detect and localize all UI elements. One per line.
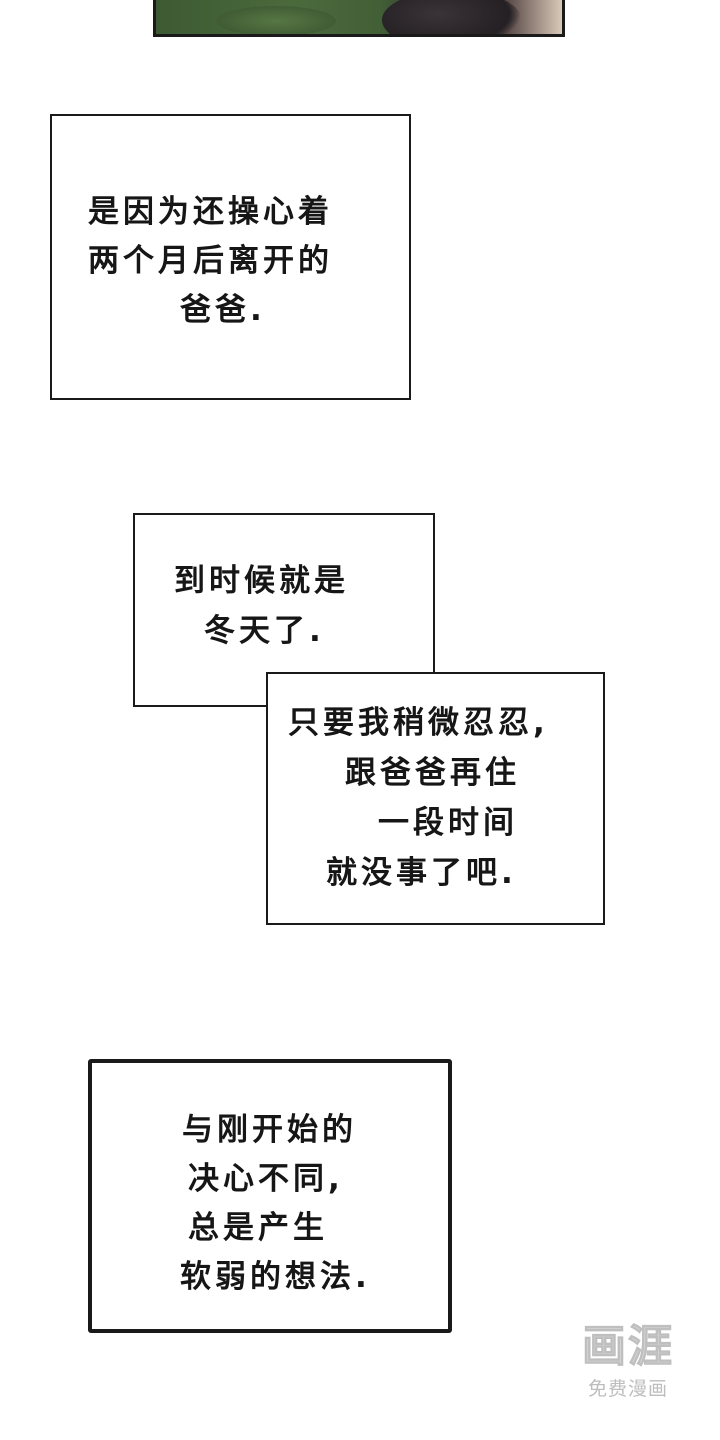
caption-3-line-3: 一段时间 xyxy=(378,805,518,841)
caption-1-line-2: 两个月后离开的 xyxy=(88,243,333,279)
caption-4-line-2: 决心不同, xyxy=(188,1161,344,1197)
caption-2-line-2: 冬天了. xyxy=(204,613,325,649)
caption-2-line-1: 到时候就是 xyxy=(174,563,349,599)
caption-1-line-3: 爸爸. xyxy=(180,292,266,328)
caption-1-line-1: 是因为还操心着 xyxy=(88,194,333,230)
watermark-subtitle: 免费漫画 xyxy=(587,1378,668,1400)
caption-3-line-1: 只要我稍微忍忍, xyxy=(288,705,549,741)
caption-4-line-1: 与刚开始的 xyxy=(182,1112,357,1148)
caption-box-3 xyxy=(266,672,605,925)
watermark: 画涯 免费漫画 xyxy=(566,1318,690,1418)
caption-box-4 xyxy=(88,1059,452,1333)
watermark-logo: 画涯 xyxy=(582,1321,674,1373)
caption-3-line-2: 跟爸爸再住 xyxy=(345,755,520,791)
caption-3-line-4: 就没事了吧. xyxy=(326,855,517,891)
caption-box-1 xyxy=(50,114,411,400)
foliage-art xyxy=(216,6,336,34)
caption-4-line-4: 软弱的想法. xyxy=(180,1259,371,1295)
caption-4-line-3: 总是产生 xyxy=(188,1210,328,1246)
character-hair-art xyxy=(382,0,522,34)
comic-panel-top xyxy=(153,0,565,37)
